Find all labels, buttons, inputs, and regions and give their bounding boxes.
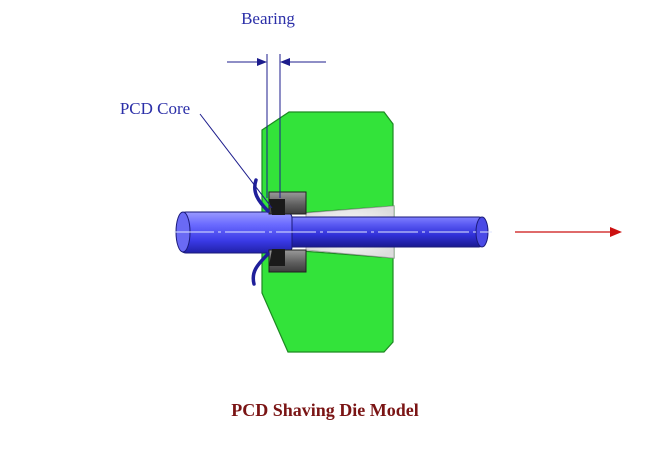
arrow-right-icon — [257, 58, 267, 66]
arrow-left-icon — [280, 58, 290, 66]
direction-arrow — [515, 227, 622, 237]
pcd-core-label: PCD Core — [120, 99, 190, 118]
pcd-core-leader — [199, 113, 273, 209]
shaving-upper — [253, 178, 270, 213]
pcd-core-upper — [269, 199, 285, 215]
pcd-core-lower — [269, 249, 285, 266]
diagram-caption: PCD Shaving Die Model — [231, 400, 419, 420]
arrow-right-icon — [610, 227, 622, 237]
bearing-label: Bearing — [241, 9, 295, 28]
shaving-lower — [251, 252, 270, 286]
bearing-dimension — [227, 58, 326, 66]
